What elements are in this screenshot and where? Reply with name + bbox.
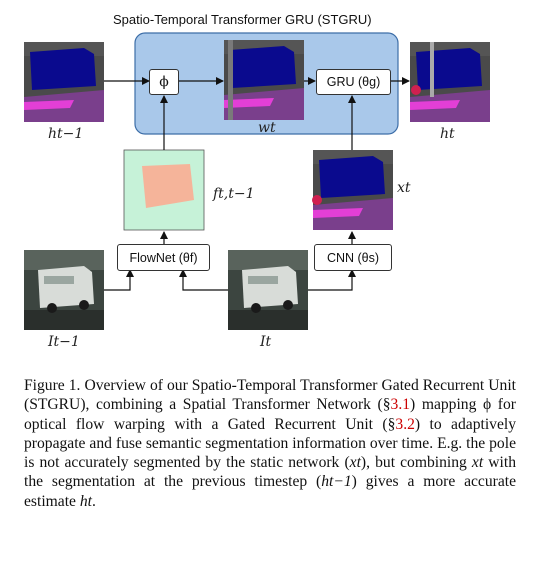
w-t-image: [224, 40, 304, 120]
caption-mid-4: with the segmentation at the previous ti…: [24, 454, 517, 491]
label-x-t: xt: [397, 180, 411, 196]
diagram-canvas: [24, 32, 490, 330]
caption-mid-3: ), but combining: [360, 454, 472, 472]
figure-caption: Figure 1. Overview of our Spatio-Tempora…: [24, 376, 516, 511]
caption-h-prev: ht−1: [321, 473, 352, 491]
flownet-box: FlowNet (θf): [117, 244, 210, 271]
caption-mid-5: ) gives a more accurate estimate: [24, 473, 516, 510]
caption-ref-2[interactable]: 3.2: [395, 415, 415, 433]
label-i-t: It: [260, 334, 272, 350]
x-t-image: [312, 150, 393, 230]
gru-box: GRU (θg): [316, 69, 391, 95]
label-h-t: ht: [440, 126, 455, 142]
caption-x-t: xt: [349, 454, 361, 472]
i-prev-image: [24, 250, 104, 330]
h-t-image: [410, 42, 490, 122]
flownet-label: FlowNet (θf): [129, 250, 198, 265]
caption-mid-1: ) mapping ϕ for optical flow warping wit…: [24, 396, 516, 433]
phi-box: ϕ: [149, 69, 179, 95]
gru-label: GRU (θg): [326, 75, 381, 89]
label-i-prev: It−1: [48, 334, 80, 350]
label-f: ft,t−1: [213, 186, 255, 202]
i-t-image: [228, 250, 308, 330]
h-prev-image: [24, 42, 104, 122]
phi-label: ϕ: [159, 74, 169, 90]
caption-prefix: Figure 1. Overview of our Spatio-Tempora…: [24, 377, 516, 414]
caption-x-t-2: xt: [471, 454, 484, 472]
flow-image: [123, 149, 205, 231]
stgru-title: Spatio-Temporal Transformer GRU (STGRU): [113, 12, 372, 27]
cnn-label: CNN (θs): [326, 250, 380, 265]
caption-h-t: ht: [79, 492, 92, 510]
caption-mid-2: ) to adaptively propagate and fuse seman…: [24, 415, 516, 472]
label-h-prev: ht−1: [48, 126, 84, 142]
caption-suffix: .: [92, 492, 96, 510]
cnn-box: CNN (θs): [314, 244, 392, 271]
figure-diagram: Spatio-Temporal Transformer GRU (STGRU) …: [24, 12, 490, 350]
label-w-t: wt: [258, 120, 276, 136]
caption-ref-1[interactable]: 3.1: [390, 396, 411, 414]
